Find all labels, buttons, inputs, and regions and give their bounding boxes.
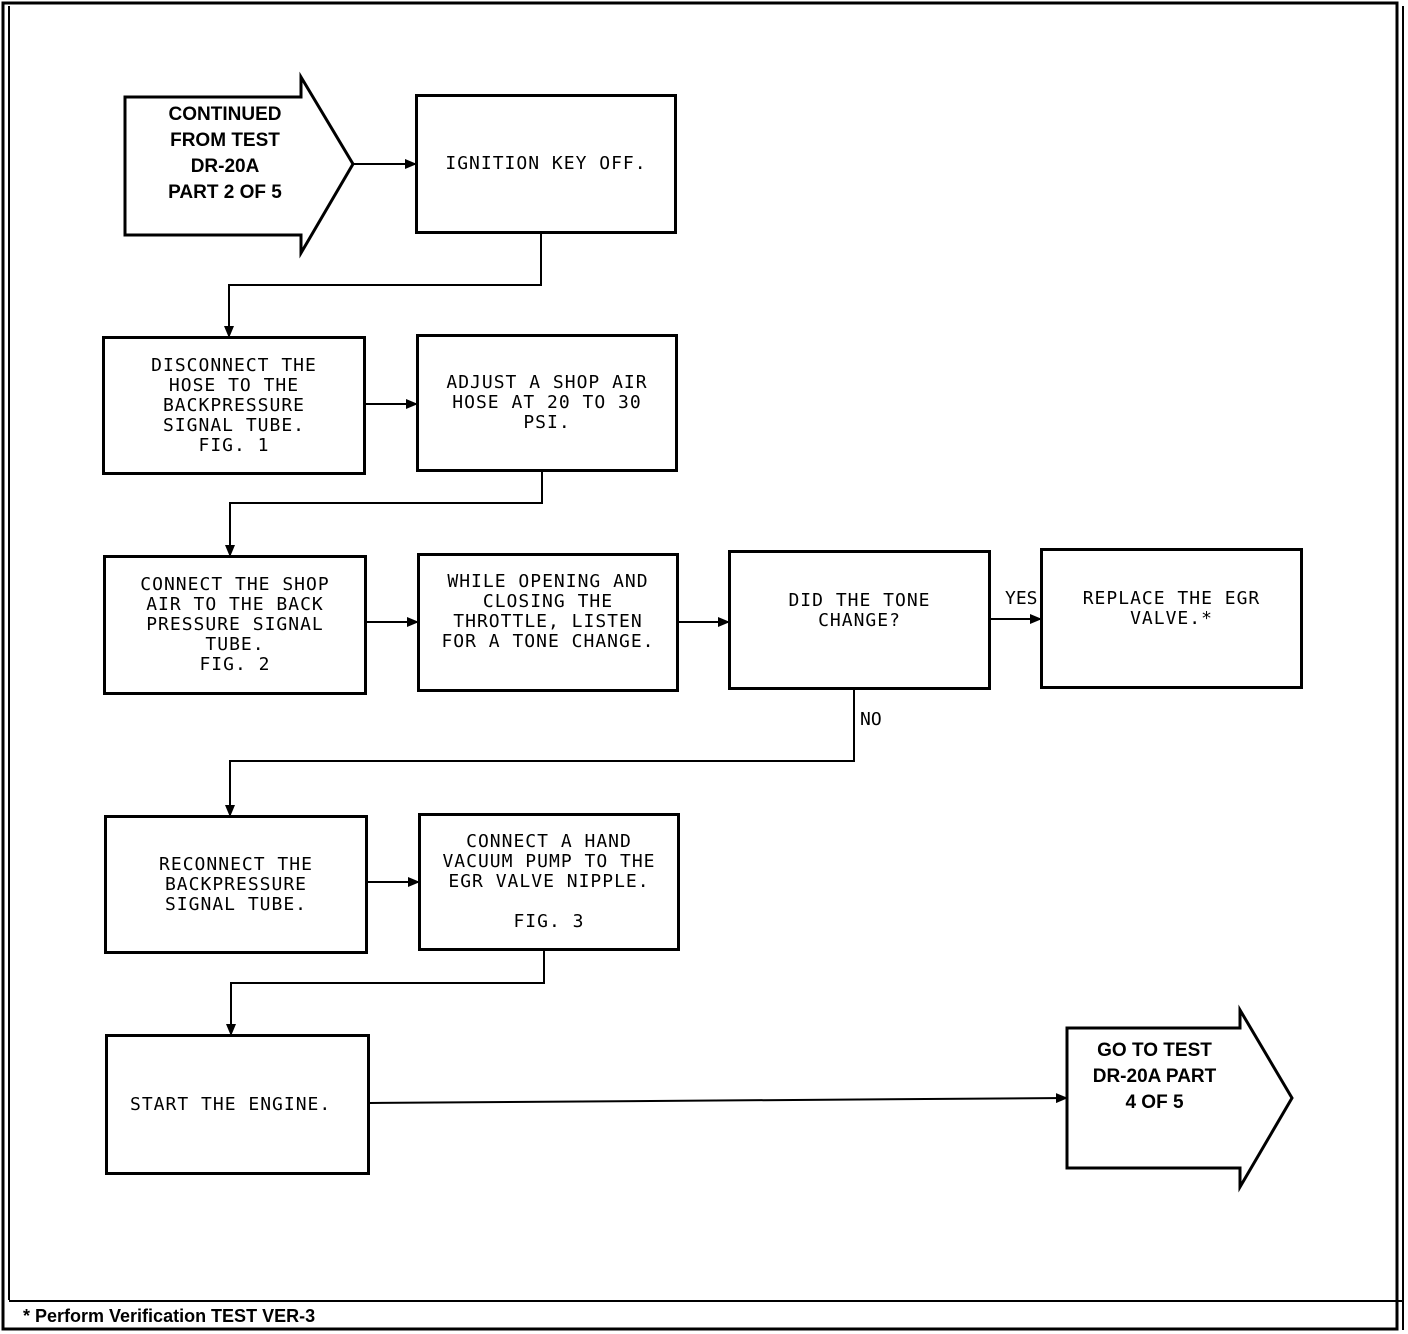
- connect-shop-air-text: CONNECT THE SHOP AIR TO THE BACK PRESSUR…: [140, 574, 330, 675]
- vacuum-pump-box: CONNECT A HAND VACUUM PUMP TO THE EGR VA…: [418, 813, 680, 951]
- start-engine-box: START THE ENGINE.: [105, 1034, 370, 1175]
- decision-box: DID THE TONE CHANGE?: [728, 550, 991, 690]
- adjust-shop-air-box: ADJUST A SHOP AIR HOSE AT 20 TO 30 PSI.: [416, 334, 678, 472]
- edge-start-goto: [369, 1093, 1068, 1104]
- edge-vacuum-start: [226, 950, 545, 1036]
- replace-egr-text: REPLACE THE EGR VALVE.*: [1082, 588, 1261, 629]
- decision-text: DID THE TONE CHANGE?: [788, 590, 931, 631]
- connect-shop-air-box: CONNECT THE SHOP AIR TO THE BACK PRESSUR…: [103, 555, 367, 695]
- listen-tone-text: WHILE OPENING AND CLOSING THE THROTTLE, …: [441, 571, 655, 652]
- goto-arrow-shape: [1065, 1004, 1294, 1193]
- connectors: [224, 159, 1068, 1104]
- adjust-shop-air-text: ADJUST A SHOP AIR HOSE AT 20 TO 30 PSI.: [446, 372, 648, 433]
- ignition-key-off-text: IGNITION KEY OFF.: [445, 153, 647, 174]
- goto-arrow-text: GO TO TEST DR-20A PART 4 OF 5: [1092, 1040, 1217, 1113]
- no-label: NO: [860, 709, 882, 730]
- edge-adjust-connect: [225, 472, 543, 557]
- disconnect-hose-text: DISCONNECT THE HOSE TO THE BACKPRESSURE …: [151, 354, 317, 456]
- edge-ignition-disconnect: [224, 233, 542, 338]
- footer-note: * Perform Verification TEST VER-3: [9, 1300, 1403, 1330]
- disconnect-hose-box: DISCONNECT THE HOSE TO THE BACKPRESSURE …: [102, 336, 366, 475]
- edge-decision-no: [225, 690, 855, 817]
- reconnect-tube-text: RECONNECT THE BACKPRESSURE SIGNAL TUBE.: [159, 853, 313, 915]
- reconnect-tube-box: RECONNECT THE BACKPRESSURE SIGNAL TUBE.: [104, 815, 368, 954]
- replace-egr-box: REPLACE THE EGR VALVE.*: [1040, 548, 1303, 689]
- start-arrow-shape: [123, 71, 355, 259]
- vacuum-pump-text: CONNECT A HAND VACUUM PUMP TO THE EGR VA…: [442, 831, 656, 932]
- yes-label: YES: [1005, 588, 1038, 609]
- ignition-key-off-box: IGNITION KEY OFF.: [415, 94, 677, 234]
- start-arrow-text: CONTINUED FROM TEST DR-20A PART 2 OF 5: [168, 104, 282, 203]
- start-engine-text: START THE ENGINE.: [130, 1093, 332, 1115]
- listen-tone-box: WHILE OPENING AND CLOSING THE THROTTLE, …: [417, 553, 679, 692]
